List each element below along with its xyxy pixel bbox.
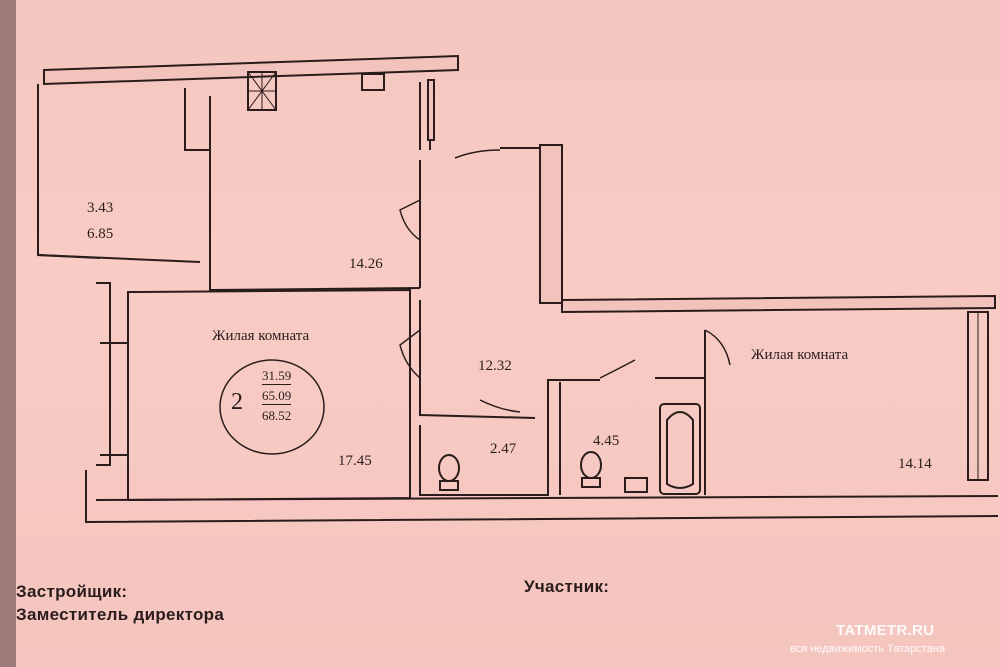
living-room-2-name: Жилая комната — [751, 347, 849, 363]
kitchen-outline — [209, 96, 421, 292]
rooms-count: 2 — [231, 389, 243, 415]
participant-label: Участник: — [524, 577, 610, 596]
living-room-1-name: Жилая комната — [212, 328, 310, 344]
bottom-outer-line — [85, 470, 999, 524]
paper-edge — [0, 0, 16, 667]
living-room-2-area: 14.14 — [898, 456, 932, 472]
watermark-site: TATMETR.RU — [836, 622, 935, 639]
kitchen-area: 14.26 — [349, 256, 383, 272]
total-area-with-balcony: 68.52 — [262, 408, 292, 423]
wc-area: 2.47 — [490, 441, 517, 457]
balcony-area-a: 3.43 — [87, 200, 114, 216]
inner-wall — [539, 144, 563, 304]
balcony-area-b: 6.85 — [87, 226, 114, 242]
bath-area: 4.45 — [593, 433, 620, 449]
developer-position: Заместитель директора — [16, 605, 225, 624]
total-area: 65.09 — [262, 388, 292, 405]
hall-area: 12.32 — [478, 358, 512, 374]
right-top-wall — [561, 294, 996, 314]
living-room-1-area: 17.45 — [338, 453, 372, 469]
top-wall — [43, 54, 459, 86]
developer-label: Застройщик: — [16, 582, 128, 601]
paper-sheet — [16, 0, 1000, 667]
living-area-total: 31.59 — [262, 368, 292, 385]
watermark-tagline: вся недвижимость Татарстана — [790, 643, 946, 655]
